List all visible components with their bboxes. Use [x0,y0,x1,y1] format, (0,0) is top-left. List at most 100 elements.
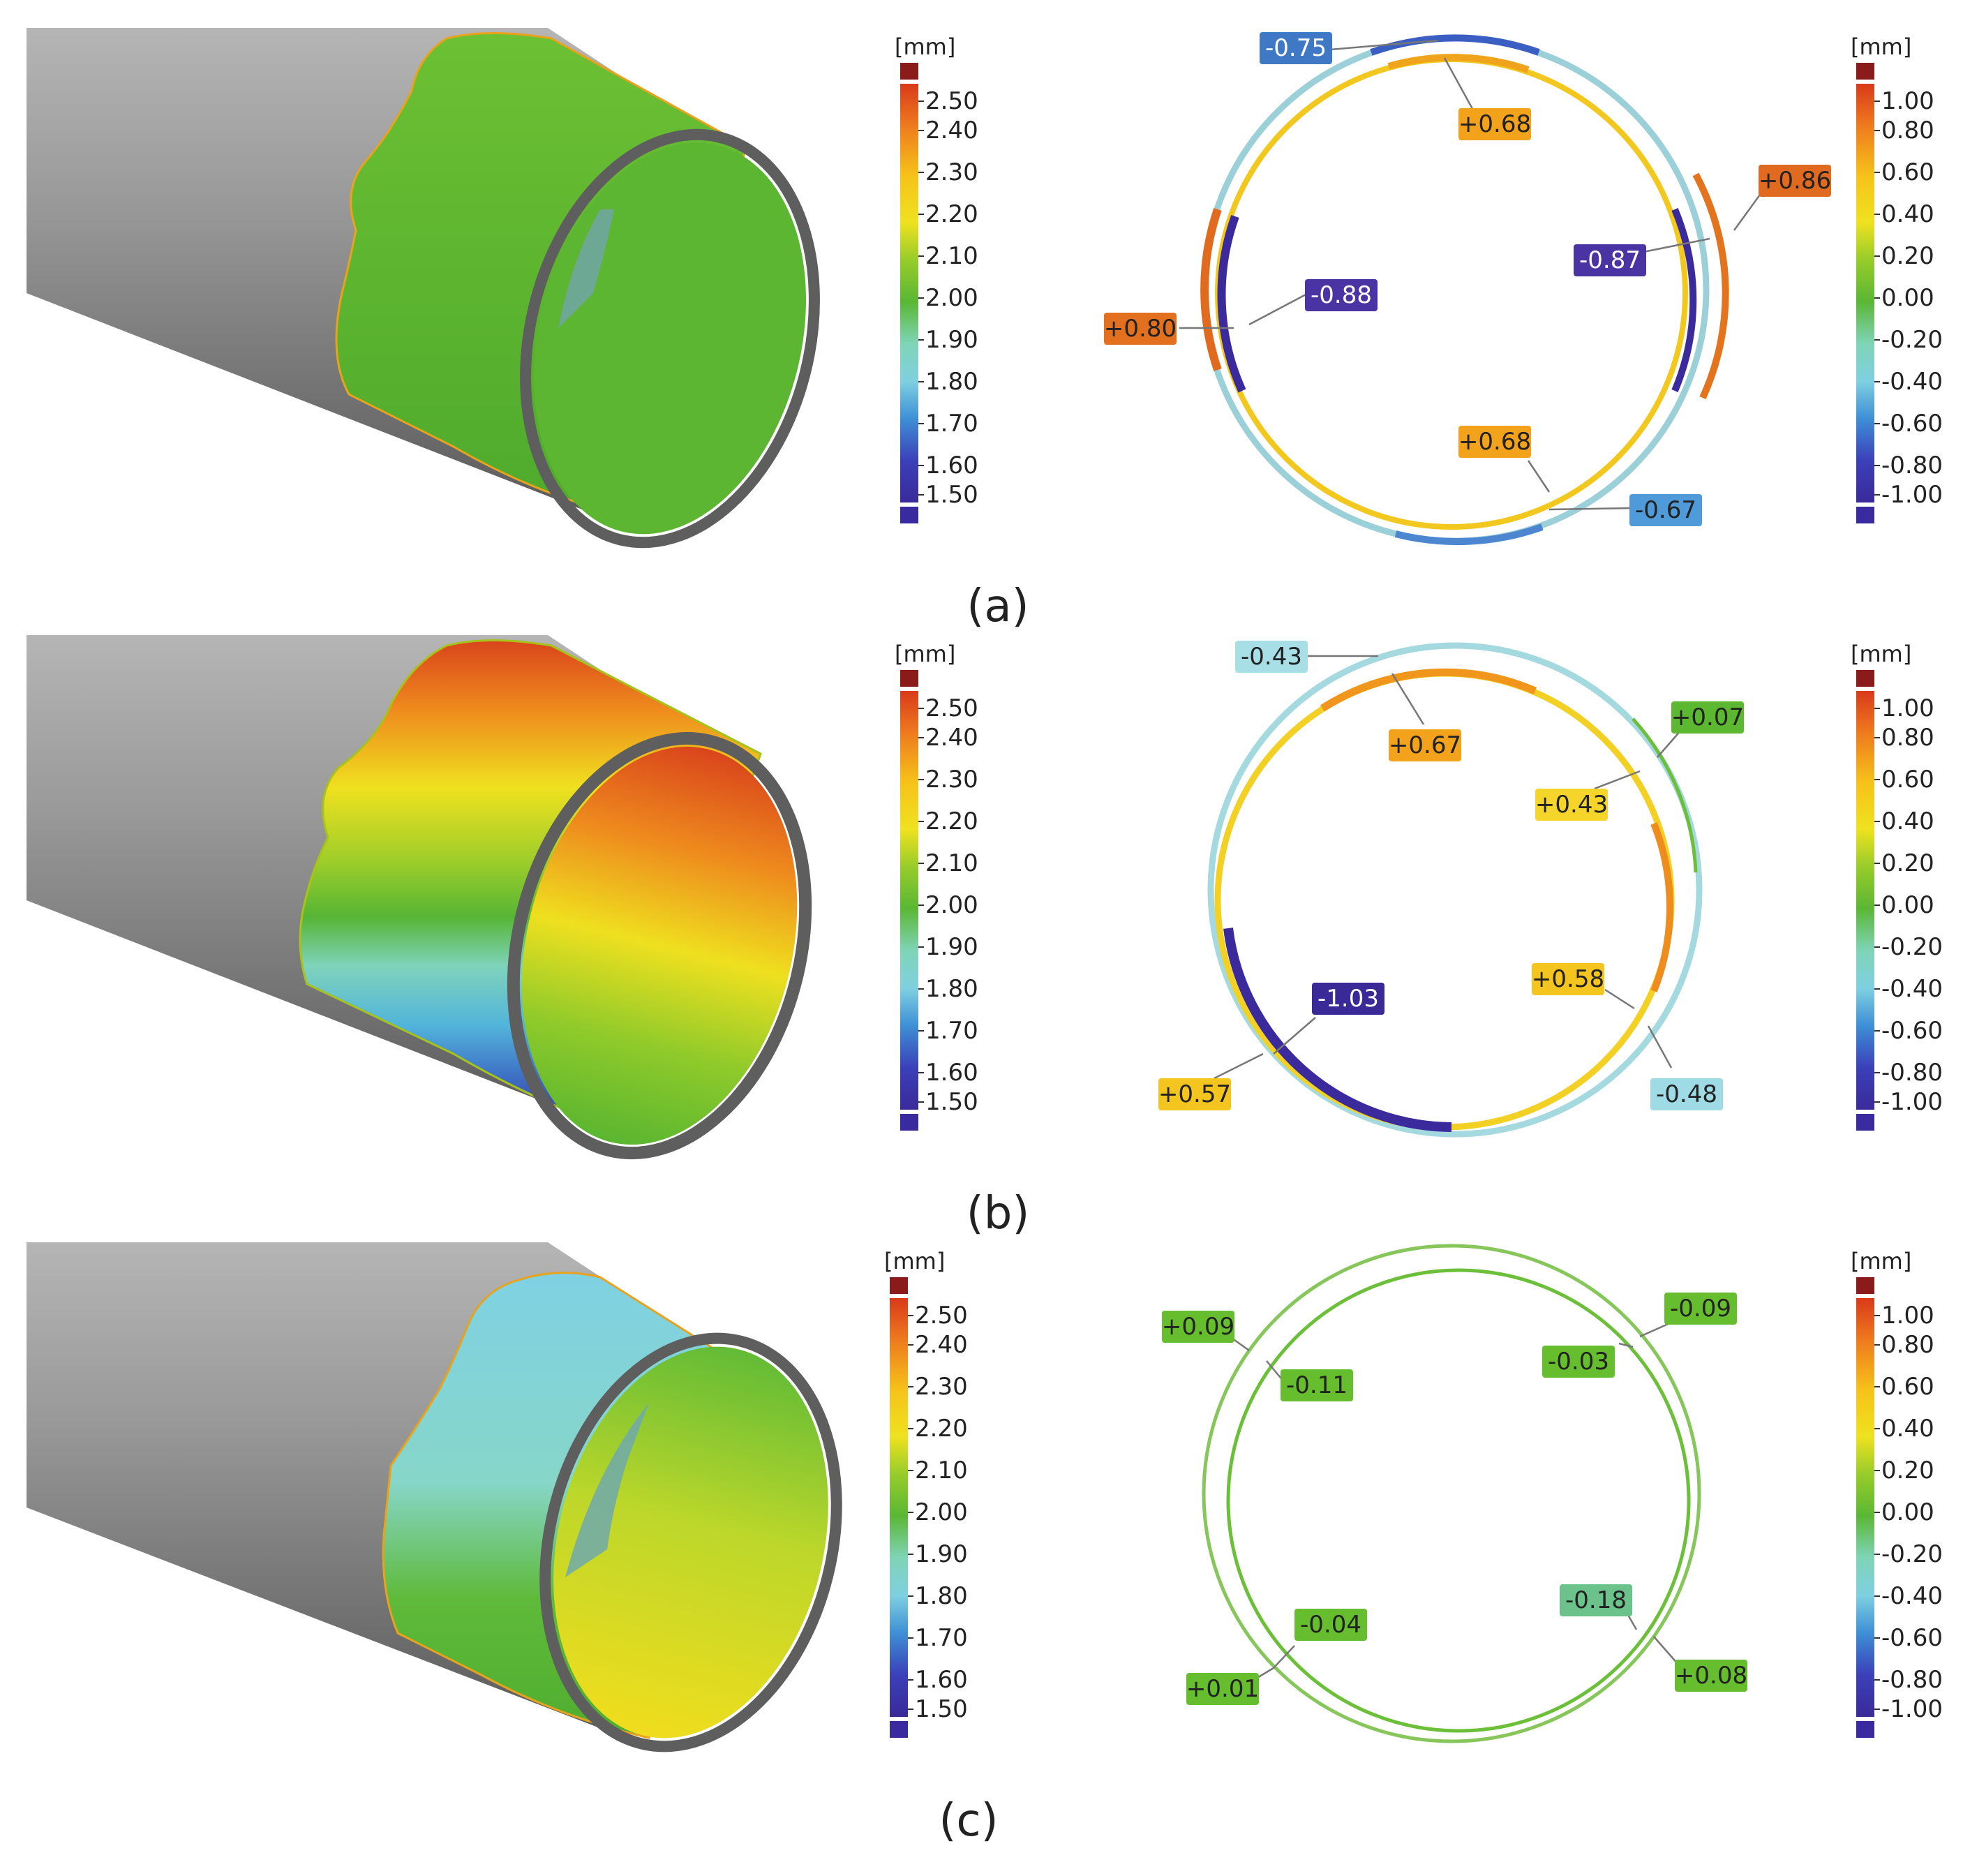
callout-b-1: -0.43 [1235,641,1308,673]
callout-b-3: +0.07 [1671,701,1744,734]
ring-b-inner-top-arc [1320,668,1537,712]
scale-tick-label: -1.00 [1881,1088,1943,1116]
scale-tick-label: -1.00 [1881,1695,1943,1723]
scale-tick-label: 2.30 [925,766,978,794]
panel-label-b: (b) [966,1188,1030,1240]
callout-c-8: +0.08 [1675,1660,1747,1692]
scale-gradient-bar [1856,1298,1874,1717]
ring-a-outer-bottom-arc [1394,523,1544,546]
scale-tick-label: 1.70 [915,1624,968,1652]
color-scales: [mm]2.502.402.302.202.102.001.901.801.70… [884,34,1943,1738]
callout-box [1281,1369,1353,1401]
callout-value: -0.88 [1311,281,1372,309]
ring-a-outer-top-arc [1370,34,1540,56]
callout-box [1312,983,1384,1015]
scale-tick-label: 1.90 [915,1540,968,1568]
scale-tick-label: 2.30 [915,1373,968,1401]
scale-tick-label: -0.60 [1881,410,1943,438]
pipe-a-inner-shade [558,209,614,328]
thickness-scale-c: [mm]2.502.402.302.202.102.001.901.801.70… [884,1248,968,1738]
scale-tick-label: -0.40 [1881,975,1943,1003]
panel-b-pipe [27,635,812,1160]
scale-tick-label: 2.10 [925,242,978,270]
callout-value: +0.80 [1104,315,1177,343]
scale-top-cap [890,1277,908,1294]
scale-tick-label: 2.40 [915,1331,968,1359]
callout-labels: -0.75+0.68+0.86-0.87-0.88+0.80+0.68-0.67… [1104,32,1831,1705]
ring-a-inner-top-arc [1387,54,1530,73]
callout-leader-lines [1179,39,1767,1680]
scale-tick-label: 0.60 [1881,158,1934,186]
scale-tick-label: 0.00 [1881,891,1934,919]
callout-box [1305,279,1378,311]
ring-b-inner-right-arc [1650,822,1673,992]
scale-tick-label: -0.80 [1881,1666,1943,1694]
scale-tick-label: 1.70 [925,1017,978,1045]
scale-top-cap [1856,1277,1874,1294]
callout-value: +0.07 [1671,704,1744,731]
callout-value: -0.67 [1635,496,1696,524]
callout-value: -0.04 [1300,1611,1361,1639]
deviation-scale-c: [mm]1.000.800.600.400.200.00-0.20-0.40-0… [1851,1248,1943,1738]
ring-a-inner-right-arc [1671,208,1697,392]
ring-c-inner [1226,1268,1691,1733]
panel-a-pipe [27,28,820,549]
scale-gradient-bar [1856,84,1874,502]
callout-c-5: -0.04 [1294,1609,1367,1641]
scale-tick-label: 1.60 [925,452,978,479]
callout-box [1235,641,1308,673]
callout-value: -0.87 [1579,246,1641,274]
ring-a-outer [1200,35,1710,544]
scale-tick-label: 1.80 [925,368,978,396]
scale-top-cap [900,670,918,687]
callout-a-3: +0.86 [1759,165,1831,197]
scale-tick-label: 1.00 [1881,1302,1934,1330]
callout-box [1186,1673,1259,1705]
callout-box [1260,32,1332,64]
callout-c-3: -0.03 [1542,1346,1615,1378]
scale-unit-label: [mm] [1851,1248,1911,1274]
scale-tick-label: 0.20 [1881,1457,1934,1484]
callout-value: +0.67 [1389,731,1461,759]
panel-c-rings [1202,1244,1701,1743]
scale-tick-label: 1.80 [915,1582,968,1610]
scale-unit-label: [mm] [895,34,955,60]
callout-a-8: -0.67 [1629,494,1702,526]
callout-value: +0.08 [1675,1662,1747,1690]
pipe-b-inner-surface [521,746,798,1145]
scale-tick-label: 2.40 [925,724,978,752]
scale-unit-label: [mm] [884,1248,945,1274]
scale-tick-label: 2.50 [925,694,978,722]
scale-unit-label: [mm] [895,641,955,667]
ring-b-inner-bottomleft-arc [1223,928,1452,1132]
scale-tick-label: 1.50 [915,1695,968,1723]
callout-b-6: +0.58 [1532,963,1604,995]
callout-box [1532,963,1604,995]
scale-tick-label: -0.60 [1881,1017,1943,1045]
callout-box [1458,108,1531,140]
scale-tick-label: 0.80 [1881,117,1934,144]
scale-tick-label: 1.00 [1881,87,1934,115]
callout-c-4: -0.11 [1281,1369,1353,1401]
callout-a-7: +0.68 [1458,426,1531,458]
callout-box [1675,1660,1747,1692]
callout-b-7: +0.57 [1158,1078,1231,1110]
scale-tick-label: 2.20 [925,200,978,228]
scale-bottom-cap [1856,1114,1874,1131]
callout-box [1671,701,1744,734]
scale-tick-label: 0.20 [1881,849,1934,877]
scale-tick-label: 2.20 [925,807,978,835]
scale-tick-label: 2.00 [925,284,978,312]
callout-value: -0.48 [1656,1080,1717,1108]
scale-tick-label: 0.00 [1881,1498,1934,1526]
scale-bottom-cap [1856,1721,1874,1738]
scale-tick-label: 2.40 [925,117,978,144]
scale-unit-label: [mm] [1851,34,1911,60]
scale-bottom-cap [890,1721,908,1738]
callout-value: +0.68 [1458,428,1531,456]
scale-tick-label: -0.40 [1881,368,1943,396]
scale-tick-label: -0.20 [1881,933,1943,961]
scale-tick-label: 0.40 [1881,807,1934,835]
callout-box [1629,494,1702,526]
